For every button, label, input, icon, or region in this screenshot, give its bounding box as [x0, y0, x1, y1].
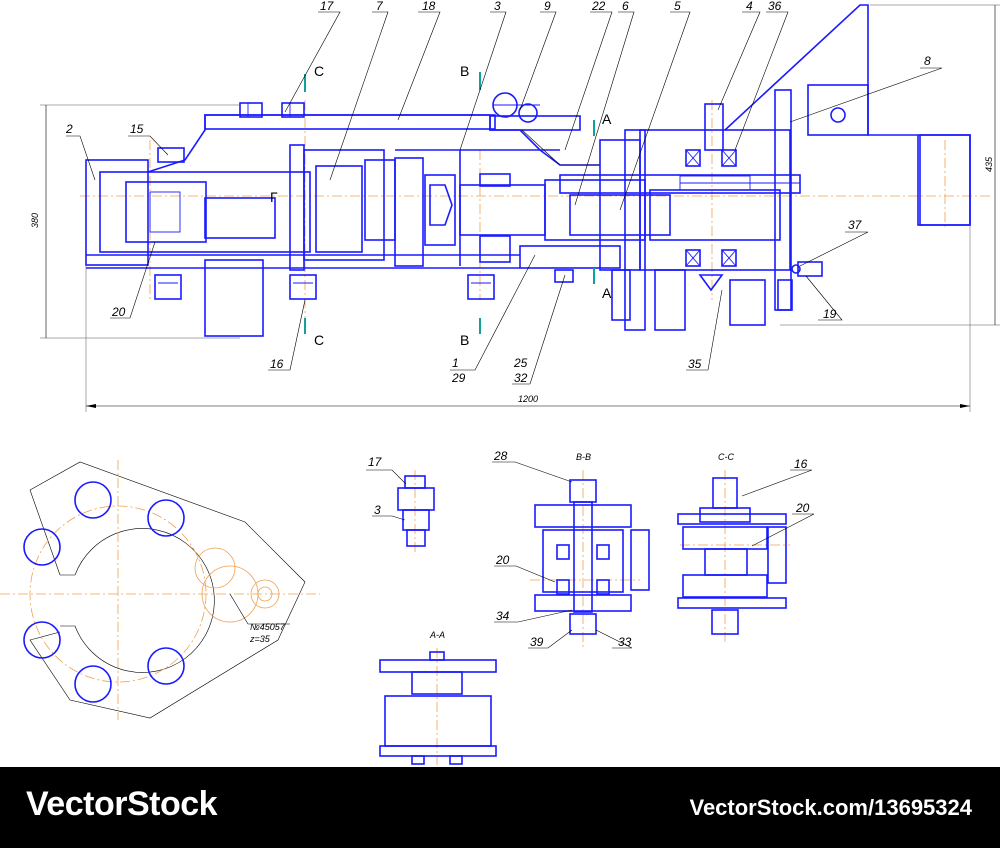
technical-drawing: 17 7 18 3 9 22 6 5 4 36 8 2 15 37 19 20 … [0, 0, 1000, 765]
callout-7: 7 [376, 0, 384, 13]
section-a-a [379, 648, 497, 765]
callout-8: 8 [924, 54, 931, 68]
section-c-c [677, 470, 790, 645]
section-callout-3: 3 [374, 503, 381, 517]
section-mark-c-bottom: C [314, 332, 324, 348]
callout-37: 37 [848, 218, 863, 232]
section-callout-33: 33 [618, 635, 632, 649]
callout-4: 4 [746, 0, 753, 13]
callout-20: 20 [111, 305, 126, 319]
callout-3: 3 [494, 0, 501, 13]
image-url: VectorStock.com/13695324 [689, 795, 972, 820]
callout-16: 16 [270, 357, 284, 371]
brand-logo: VectorStock [26, 785, 218, 823]
callout-6: 6 [622, 0, 629, 13]
watermark-footer: VectorStock VectorStock.com/13695324 [0, 767, 1000, 848]
dimension-height-380: 380 [30, 213, 40, 228]
view-mark-g: Г [270, 189, 278, 205]
callout-35: 35 [688, 357, 702, 371]
main-assembly-view [40, 4, 1000, 412]
section-mark-a-bottom: A [602, 285, 612, 301]
dimension-height-435: 435 [984, 156, 994, 172]
section-callout-16-c: 16 [794, 457, 808, 471]
callout-25: 25 [513, 356, 528, 370]
callout-9: 9 [544, 0, 551, 13]
section-callout-34: 34 [496, 609, 510, 623]
section-detail-17-3 [366, 469, 435, 552]
dimension-width-1200: 1200 [518, 394, 538, 404]
callout-5: 5 [674, 0, 681, 13]
callout-22: 22 [591, 0, 606, 13]
section-mark-b-bottom: B [460, 332, 469, 348]
section-mark-a-top: A [602, 111, 612, 127]
section-b-b [530, 470, 650, 650]
callout-19: 19 [823, 307, 837, 321]
callout-2: 2 [65, 122, 73, 136]
section-callout-39: 39 [530, 635, 544, 649]
gear-note-number: №45057 [250, 622, 286, 632]
callout-36: 36 [768, 0, 782, 13]
section-mark-c-top: C [314, 63, 324, 79]
flange-view [0, 460, 320, 720]
section-callout-20-b: 20 [495, 553, 510, 567]
callout-1: 1 [452, 356, 459, 370]
section-callout-17: 17 [368, 455, 383, 469]
section-mark-b-top: B [460, 63, 469, 79]
callout-32: 32 [514, 371, 528, 385]
callout-18: 18 [422, 0, 436, 13]
callout-17: 17 [320, 0, 335, 13]
callout-15: 15 [130, 122, 144, 136]
section-callout-20-c: 20 [795, 501, 810, 515]
callout-29: 29 [451, 371, 466, 385]
section-title-b-b: B-B [576, 452, 591, 462]
section-callout-28: 28 [493, 449, 508, 463]
section-title-c-c: C-C [718, 452, 734, 462]
gear-note-teeth: z=35 [249, 634, 271, 644]
section-title-a-a: A-A [429, 630, 445, 640]
